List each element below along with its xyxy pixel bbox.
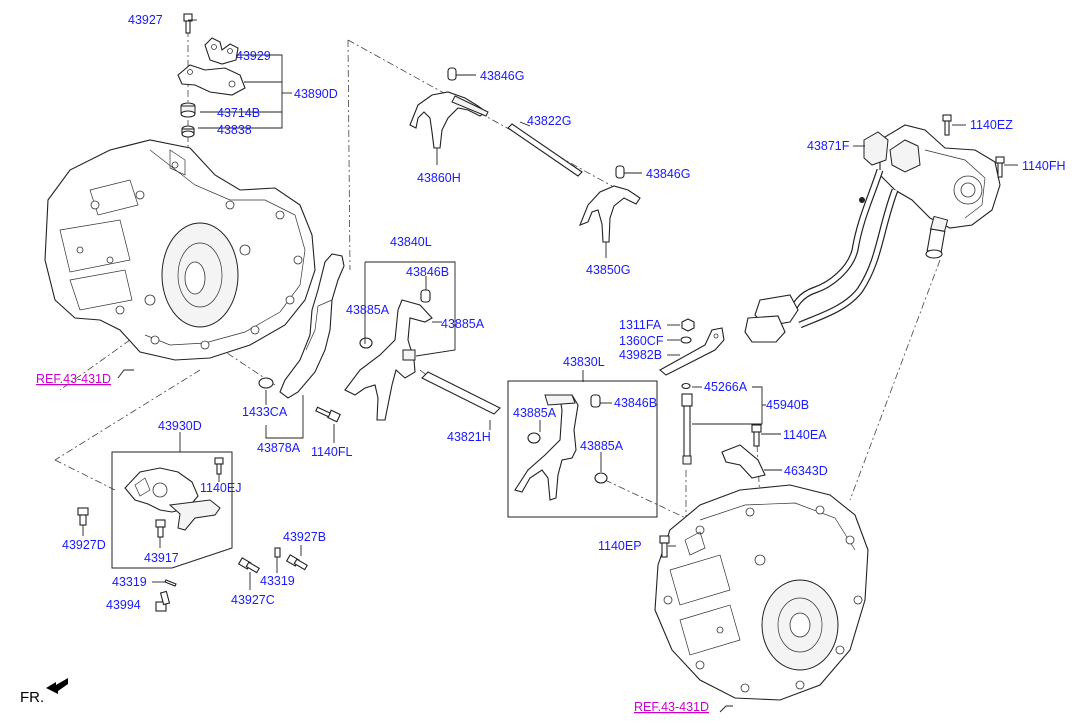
- label-43929: 43929: [236, 49, 271, 63]
- bolt-1140EZ: [942, 114, 952, 136]
- label-1140EP: 1140EP: [598, 539, 642, 553]
- pad-43885A-lower-right: [594, 472, 608, 484]
- label-1311FA: 1311FA: [619, 318, 662, 332]
- washer-1360CF: [680, 336, 692, 344]
- reference-labels: REF.43-431D REF.43-431D: [36, 372, 709, 714]
- label-43878A: 43878A: [257, 441, 301, 455]
- label-43840L: 43840L: [390, 235, 432, 249]
- bolt-1140EJ: [214, 457, 224, 475]
- label-43927C: 43927C: [231, 593, 275, 607]
- left-transmission-housing: [44, 139, 316, 361]
- label-43982B: 43982B: [619, 348, 662, 362]
- label-43822G: 43822G: [527, 114, 571, 128]
- harness-43871F: [744, 168, 899, 343]
- label-43846B-lower: 43846B: [614, 396, 657, 410]
- label-46343D: 46343D: [784, 464, 828, 478]
- label-43871F: 43871F: [807, 139, 850, 153]
- bushing-43714B: [180, 102, 196, 118]
- bolt-43927B: [285, 554, 308, 571]
- label-43830L: 43830L: [563, 355, 605, 369]
- bolt-43927D: [77, 507, 89, 526]
- label-43885A-upper-right: 43885A: [441, 317, 485, 331]
- label-43994: 43994: [106, 598, 141, 612]
- label-43927B: 43927B: [283, 530, 326, 544]
- washer-43838: [181, 125, 195, 138]
- part-labels: 43927 43929 43890D 43714B 43838 43846G 4…: [62, 13, 1066, 612]
- sensor-45940B: [681, 393, 693, 465]
- pin-43319-left: [164, 579, 177, 587]
- label-43319-right: 43319: [260, 574, 295, 588]
- rail-43822G: [507, 123, 583, 177]
- leader-lines: [82, 19, 1018, 713]
- label-1433CA: 1433CA: [242, 405, 288, 419]
- pin-43319-right: [274, 547, 281, 558]
- label-43319-left: 43319: [112, 575, 147, 589]
- lever-43890D: [177, 64, 246, 96]
- ref-label-right[interactable]: REF.43-431D: [634, 700, 709, 714]
- label-43846G-right: 43846G: [646, 167, 690, 181]
- bolt-1140FL: [315, 406, 341, 423]
- label-45940B: 45940B: [766, 398, 809, 412]
- bolt-43927: [183, 13, 193, 34]
- shift-lever-43878A: [279, 253, 345, 399]
- oring-45266A: [681, 382, 691, 390]
- fork-43830L: [514, 394, 579, 501]
- label-1140EZ: 1140EZ: [970, 118, 1013, 132]
- lever-assy-43930D: [124, 467, 221, 531]
- bracket-43982B: [659, 327, 725, 376]
- pad-43885A-upper-left: [359, 337, 373, 349]
- pin-43846G-top: [447, 67, 457, 81]
- label-1140FL: 1140FL: [311, 445, 353, 459]
- label-43917: 43917: [144, 551, 179, 565]
- label-43890D: 43890D: [294, 87, 338, 101]
- fork-43860H: [409, 91, 489, 149]
- label-43927D: 43927D: [62, 538, 106, 552]
- label-43930D: 43930D: [158, 419, 202, 433]
- fork-43840L: [344, 299, 433, 421]
- label-43927: 43927: [128, 13, 163, 27]
- label-1360CF: 1360CF: [619, 334, 664, 348]
- bolt-43994: [155, 590, 171, 612]
- bracket-43929: [204, 37, 239, 65]
- pin-43846B-lower: [590, 394, 601, 408]
- bushing-1433CA: [258, 377, 274, 389]
- label-1140EA: 1140EA: [783, 428, 827, 442]
- label-1140EJ: 1140EJ: [200, 481, 241, 495]
- pad-43885A-lower-left: [527, 432, 541, 444]
- bolt-43927C: [237, 557, 260, 574]
- label-43846G-top: 43846G: [480, 69, 524, 83]
- pin-43846B-upper: [420, 289, 431, 303]
- group-box-43830L: [507, 380, 658, 518]
- pin-43846G-right: [615, 165, 625, 179]
- label-43885A-box-left: 43885A: [513, 406, 557, 420]
- label-43821H: 43821H: [447, 430, 491, 444]
- shift-rail-43821H: [421, 371, 501, 415]
- fork-43850G: [579, 185, 641, 243]
- right-transmission-housing: [654, 484, 869, 701]
- actuator-43871F: [863, 124, 1001, 259]
- group-box-43930D: [111, 451, 233, 569]
- front-arrow-icon: [46, 678, 68, 694]
- label-43860H: 43860H: [417, 171, 461, 185]
- label-43838: 43838: [217, 123, 252, 137]
- ref-label-left[interactable]: REF.43-431D: [36, 372, 111, 386]
- label-1140FH: 1140FH: [1022, 159, 1066, 173]
- label-45266A: 45266A: [704, 380, 748, 394]
- bolt-1140FH: [995, 156, 1005, 178]
- label-43846B-upper: 43846B: [406, 265, 449, 279]
- front-direction-indicator: FR.: [20, 678, 68, 706]
- label-43714B: 43714B: [217, 106, 260, 120]
- bolt-1140EP: [659, 535, 670, 558]
- label-43885A-upper-left: 43885A: [346, 303, 390, 317]
- front-label: FR.: [20, 689, 44, 706]
- label-43885A-box-right: 43885A: [580, 439, 624, 453]
- bolt-1140EA: [751, 424, 762, 447]
- nut-1311FA: [681, 318, 695, 332]
- label-43850G: 43850G: [586, 263, 630, 277]
- bracket-46343D: [721, 444, 766, 479]
- bolt-43917: [155, 519, 166, 538]
